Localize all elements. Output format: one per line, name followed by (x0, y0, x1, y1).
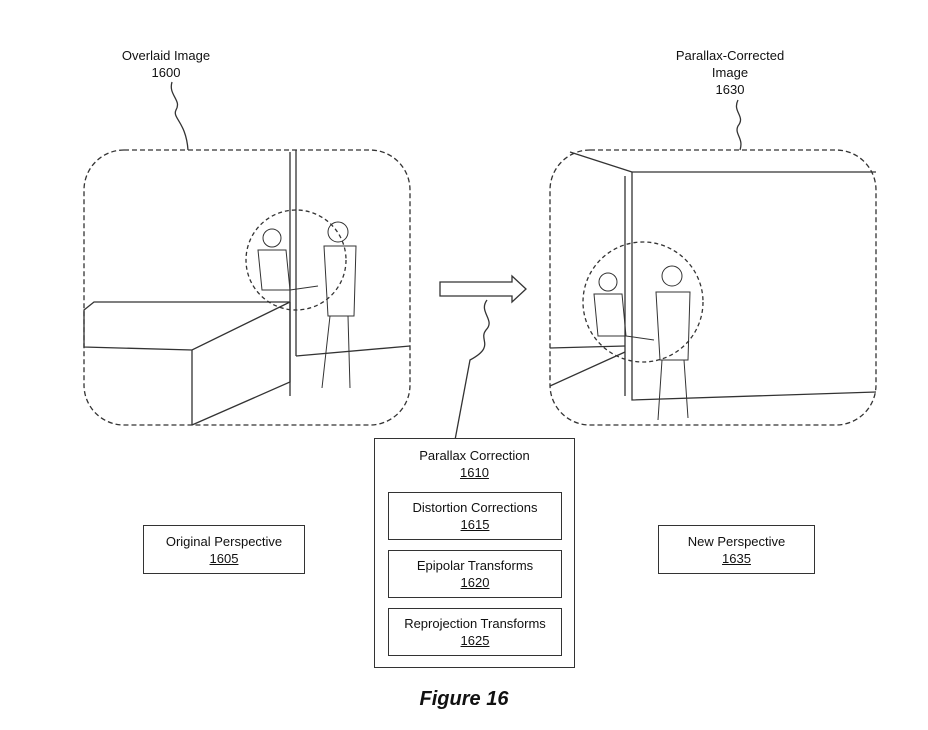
overlaid-image-label: Overlaid Image 1600 (96, 47, 236, 81)
epipolar-transforms-title: Epipolar Transforms (416, 558, 534, 573)
overlaid-image-ref: 1600 (151, 65, 181, 80)
parallax-correction-leader (454, 299, 490, 441)
left-people (257, 221, 357, 389)
original-perspective-title: Original Perspective (165, 534, 283, 549)
original-perspective-box: Original Perspective 1605 (143, 525, 305, 574)
overlaid-image-title: Overlaid Image (121, 48, 211, 63)
figure-caption: Figure 16 (419, 688, 509, 710)
right-back-wall (631, 171, 877, 401)
overlaid-image-leader (170, 81, 189, 151)
distortion-corrections-box: Distortion Corrections 1615 (388, 492, 562, 540)
reprojection-transforms-ref: 1625 (460, 633, 490, 648)
left-counter (83, 301, 291, 351)
overlaid-image-frame (83, 149, 411, 426)
original-perspective-ref: 1605 (209, 551, 239, 566)
parallax-correction-title: Parallax Correction (419, 448, 530, 463)
reprojection-transforms-title: Reprojection Transforms (404, 616, 546, 631)
parallax-corrected-image-ref: 1630 (715, 82, 745, 97)
parallax-image-leader (735, 99, 742, 151)
distortion-corrections-ref: 1615 (460, 517, 490, 532)
right-counter (549, 345, 626, 387)
parallax-corrected-image-title-1: Parallax-Corrected (675, 48, 785, 63)
distortion-corrections-title: Distortion Corrections (412, 500, 538, 515)
new-perspective-title: New Perspective (687, 534, 786, 549)
new-perspective-ref: 1635 (722, 551, 751, 566)
right-focus-circle (582, 241, 704, 363)
epipolar-transforms-ref: 1620 (460, 575, 490, 590)
left-focus-circle (245, 209, 347, 311)
parallax-corrected-image-title-2: Image (711, 65, 749, 80)
reprojection-transforms-box: Reprojection Transforms 1625 (388, 608, 562, 656)
new-perspective-box: New Perspective 1635 (658, 525, 815, 574)
right-people (593, 265, 691, 421)
parallax-corrected-image-frame (549, 149, 877, 426)
parallax-corrected-image-label: Parallax-Corrected Image 1630 (650, 47, 810, 98)
epipolar-transforms-box: Epipolar Transforms 1620 (388, 550, 562, 598)
transform-arrow (439, 274, 527, 304)
parallax-correction-ref: 1610 (460, 465, 489, 480)
